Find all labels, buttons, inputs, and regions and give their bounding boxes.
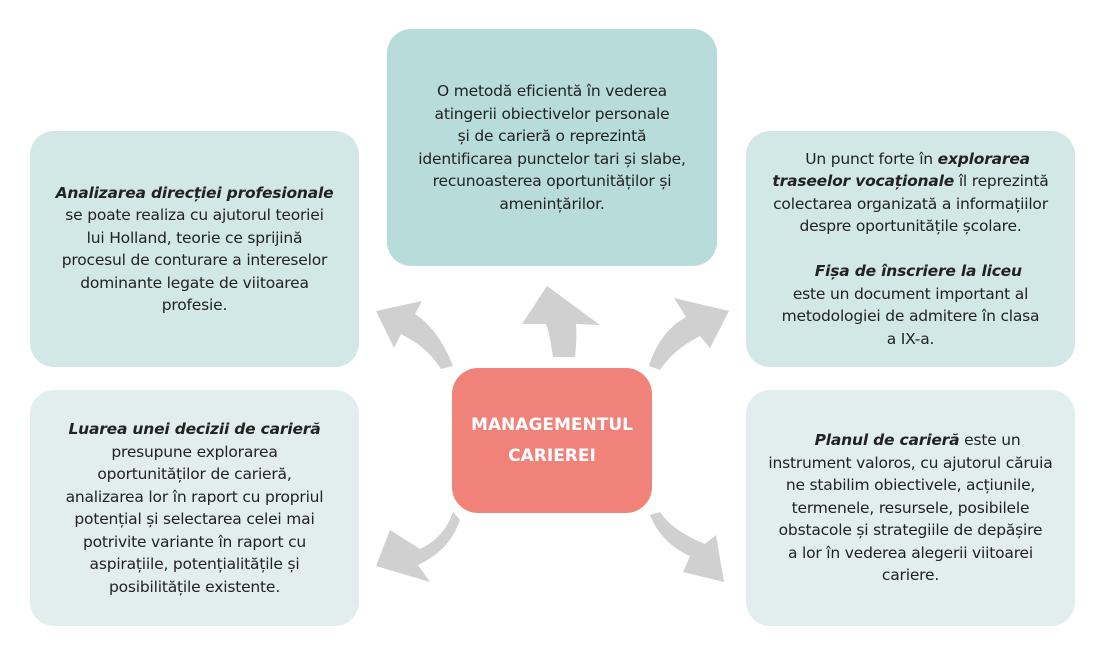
box-heading: Analizarea direcției profesionale: [55, 183, 334, 202]
box-heading: Planul de carieră: [814, 431, 960, 450]
arrow-down-left-icon: [376, 512, 460, 582]
text-plain: este un: [959, 431, 1021, 450]
box-heading: Fișa de înscriere la liceu: [772, 260, 1048, 283]
text-line: instrument valoros, cu ajutorul căruia: [768, 453, 1053, 472]
text-line: presupune explorarea: [111, 442, 278, 461]
text-line: colectarea organizată a informațiilor: [773, 194, 1048, 213]
text-line: se poate realiza cu ajutorul teoriei: [65, 206, 324, 224]
text-line: potențial și selectarea celei mai: [74, 510, 315, 528]
text-emphasis: explorarea: [937, 149, 1030, 168]
text-line: ne stabilim obiectivele, acțiunile,: [785, 476, 1036, 495]
central-node-text: MANAGEMENTUL CARIEREI: [471, 410, 633, 472]
box-professional-direction: Analizarea direcției profesionale se poa…: [30, 131, 359, 367]
central-node-career-management: MANAGEMENTUL CARIEREI: [452, 368, 652, 513]
text-line: dominante legate de viitoarea: [80, 273, 309, 292]
box-swot-analysis: O metodă eficientă în vederea atingerii …: [387, 29, 717, 266]
box-right-top-text: Un punct forte în explorarea traseelor v…: [772, 148, 1048, 351]
box-right-bottom-text: Planul de carieră este un instrument val…: [768, 429, 1052, 587]
text-line: metodologiei de admitere în clasa: [781, 307, 1040, 326]
text-line: potrivite variante în raport cu: [82, 532, 307, 551]
text-line: lui Holland, teorie ce sprijină: [86, 228, 303, 247]
text-line: a lor în vederea alegerii viitoarei: [787, 543, 1033, 562]
text-plain: îl reprezintă: [954, 172, 1049, 191]
text-line: analizarea lor în raport cu propriul: [65, 487, 324, 506]
arrow-down-right-icon: [650, 512, 724, 582]
heading-text: Fișa de înscriere la liceu: [814, 262, 1022, 281]
text-line: traseelor vocaționale îl reprezintă: [772, 170, 1048, 193]
text-line: aspirațiile, potențialitățile și: [89, 555, 300, 573]
text-line: recunoasterea oportunităților și: [432, 172, 672, 190]
text-line: oportunităților de carieră,: [97, 465, 292, 483]
box-left-top-text: Analizarea direcției profesionale se poa…: [56, 182, 334, 317]
text-line: atingerii obiectivelor personale: [434, 104, 670, 123]
box-left-bottom-text: Luarea unei decizii de carieră presupune…: [66, 418, 324, 598]
text-line: posibilitățile existente.: [108, 577, 280, 596]
box-career-plan: Planul de carieră este un instrument val…: [746, 390, 1075, 626]
text-line: O metodă eficientă în vederea: [436, 82, 667, 100]
box-vocational-paths: Un punct forte în explorarea traseelor v…: [746, 131, 1075, 367]
central-title-line: MANAGEMENTUL: [470, 414, 633, 435]
text-line: procesul de conturare a intereselor: [61, 251, 328, 269]
central-title-line: CARIEREI: [508, 445, 596, 466]
text-line: și de carieră o reprezintă: [457, 127, 647, 145]
box-heading: Luarea unei decizii de carieră: [68, 420, 321, 438]
text-line: este un document important al: [792, 284, 1029, 303]
text-emphasis: traseelor vocaționale: [772, 172, 955, 191]
text-line: termenele, resursele, posibilele: [791, 498, 1030, 517]
text-line: amenințărilor.: [499, 194, 605, 213]
arrow-up-right-icon: [649, 298, 729, 370]
text-line: a IX-a.: [886, 329, 935, 348]
text-line: Un punct forte în explorarea: [772, 148, 1048, 171]
text-line: identificarea punctelor tari și slabe,: [418, 149, 686, 168]
text-line: obstacole și strategiile de depășire: [778, 521, 1043, 540]
text-line: despre oportunitățile școlare.: [799, 217, 1022, 236]
arrow-up-icon: [522, 286, 600, 357]
arrow-up-left-icon: [376, 301, 453, 369]
text-line: Planul de carieră este un: [768, 429, 1052, 452]
blank-line: [772, 238, 1048, 261]
text-line: cariere.: [881, 566, 940, 585]
text-line: profesie.: [161, 296, 228, 314]
box-top-text: O metodă eficientă în vederea atingerii …: [418, 80, 686, 215]
text-plain: Un punct forte în: [805, 149, 938, 168]
box-career-decision: Luarea unei decizii de carieră presupune…: [30, 390, 359, 626]
